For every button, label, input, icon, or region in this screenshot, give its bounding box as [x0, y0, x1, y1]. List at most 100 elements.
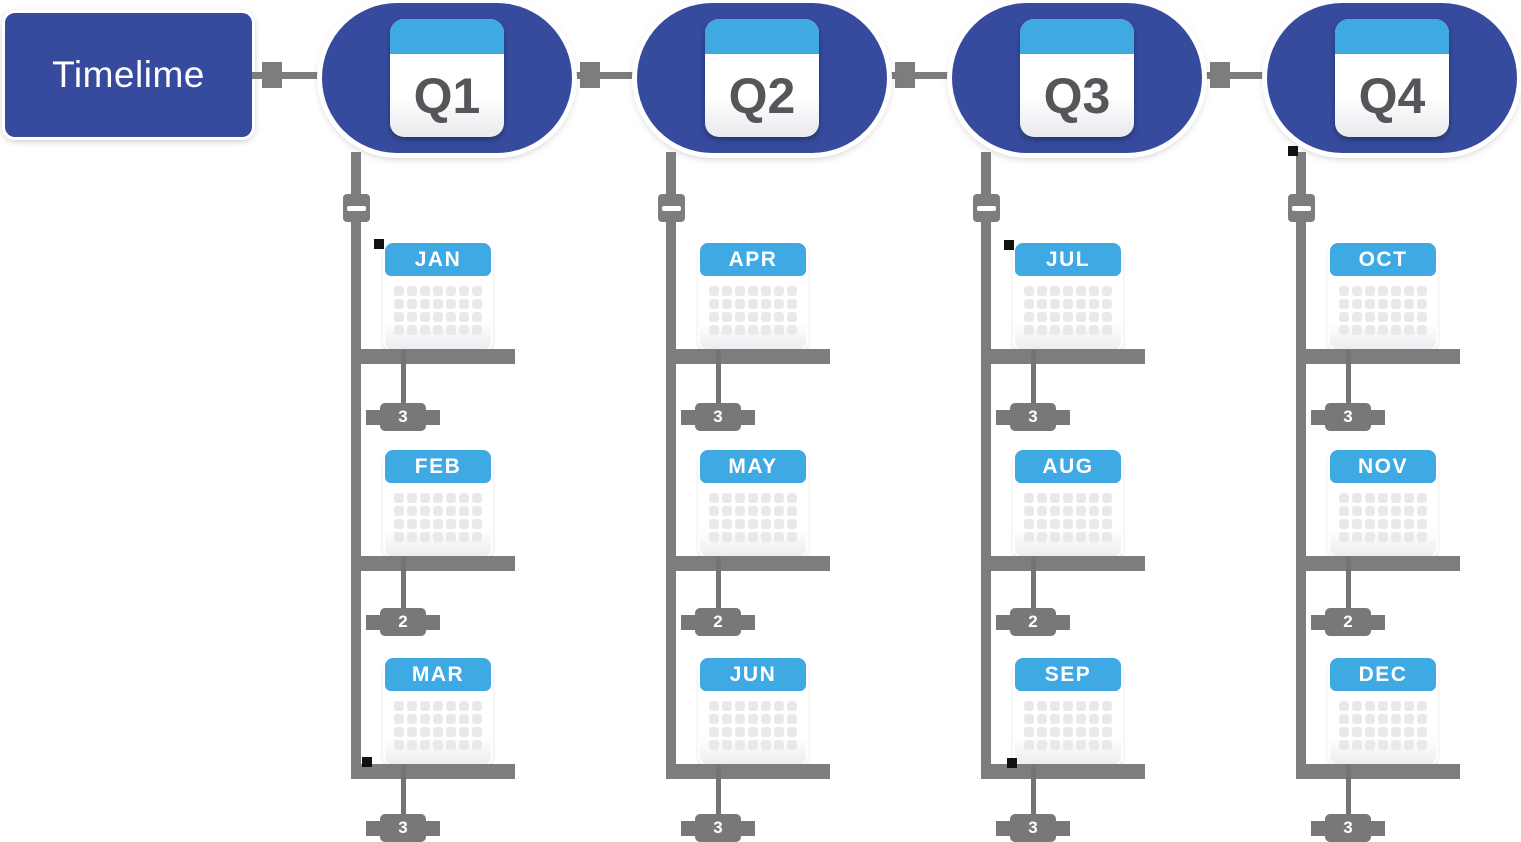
collapse-button-q3[interactable] — [973, 194, 1000, 222]
calendar-cell — [1037, 519, 1047, 529]
month-header: NOV — [1330, 450, 1436, 483]
calendar-cell — [735, 299, 745, 309]
calendar-cell — [761, 299, 771, 309]
calendar-cell — [1063, 714, 1073, 724]
calendar-cell — [1050, 506, 1060, 516]
branch-line — [666, 152, 676, 779]
calendar-cell — [774, 325, 784, 335]
calendar-cell — [709, 727, 719, 737]
calendar-cell — [420, 740, 430, 750]
calendar-cell — [1391, 286, 1401, 296]
calendar-cell — [1404, 286, 1414, 296]
calendar-cell — [459, 532, 469, 542]
count-badge[interactable]: 2 — [366, 608, 440, 636]
count-badge[interactable]: 3 — [996, 814, 1070, 842]
calendar-cell — [748, 714, 758, 724]
month-node-jun[interactable]: JUN — [700, 658, 806, 765]
count-badge[interactable]: 3 — [1311, 403, 1385, 431]
quarter-node-q4[interactable]: Q4 — [1267, 3, 1517, 153]
calendar-grid-icon — [700, 276, 806, 335]
calendar-cell — [446, 493, 456, 503]
calendar-cell — [1037, 701, 1047, 711]
calendar-cell — [472, 286, 482, 296]
calendar-cell — [1050, 312, 1060, 322]
calendar-cell — [735, 701, 745, 711]
calendar-cell — [1352, 701, 1362, 711]
calendar-cell — [722, 325, 732, 335]
calendar-cell — [1089, 312, 1099, 322]
month-node-jul[interactable]: JUL — [1015, 243, 1121, 350]
calendar-cell — [748, 286, 758, 296]
month-node-jan[interactable]: JAN — [385, 243, 491, 350]
calendar-cell — [1378, 312, 1388, 322]
count-badge[interactable]: 3 — [681, 403, 755, 431]
calendar-cell — [1404, 493, 1414, 503]
calendar-cell — [1089, 740, 1099, 750]
calendar-cell — [1352, 299, 1362, 309]
month-node-nov[interactable]: NOV — [1330, 450, 1436, 557]
month-node-may[interactable]: MAY — [700, 450, 806, 557]
calendar-cell — [787, 532, 797, 542]
calendar-grid-icon — [1015, 483, 1121, 542]
count-badge[interactable]: 3 — [681, 814, 755, 842]
count-badge[interactable]: 2 — [681, 608, 755, 636]
count-badge[interactable]: 2 — [996, 608, 1070, 636]
calendar-cell — [407, 532, 417, 542]
count-badge[interactable]: 3 — [366, 814, 440, 842]
calendar-cell — [459, 714, 469, 724]
quarter-node-q1[interactable]: Q1 — [322, 3, 572, 153]
calendar-cell — [709, 312, 719, 322]
month-node-dec[interactable]: DEC — [1330, 658, 1436, 765]
quarter-label: Q4 — [1358, 67, 1426, 124]
badge-count: 2 — [1028, 612, 1038, 631]
month-header: APR — [700, 243, 806, 276]
calendar-cell — [709, 286, 719, 296]
calendar-header-icon — [705, 19, 819, 54]
calendar-grid-icon — [385, 691, 491, 750]
month-node-aug[interactable]: AUG — [1015, 450, 1121, 557]
calendar-cell — [722, 286, 732, 296]
collapse-button-q1[interactable] — [343, 194, 370, 222]
calendar-cell — [1102, 312, 1112, 322]
month-node-feb[interactable]: FEB — [385, 450, 491, 557]
calendar-cell — [787, 701, 797, 711]
calendar-grid-icon — [700, 483, 806, 542]
calendar-cell — [472, 532, 482, 542]
calendar-cell — [787, 727, 797, 737]
quarter-node-q2[interactable]: Q2 — [637, 3, 887, 153]
month-node-sep[interactable]: SEP — [1015, 658, 1121, 765]
calendar-cell — [1378, 506, 1388, 516]
count-badge[interactable]: 3 — [1311, 814, 1385, 842]
collapse-button-q2[interactable] — [658, 194, 685, 222]
calendar-cell — [1365, 519, 1375, 529]
calendar-cell — [1352, 740, 1362, 750]
calendar-cell — [446, 299, 456, 309]
collapse-button-q4[interactable] — [1288, 194, 1315, 222]
month-label: AUG — [1042, 454, 1094, 478]
calendar-cell — [1102, 519, 1112, 529]
month-header: SEP — [1015, 658, 1121, 691]
calendar-cell — [1352, 325, 1362, 335]
calendar-cell — [1352, 312, 1362, 322]
calendar-cell — [1024, 299, 1034, 309]
calendar-cell — [1024, 519, 1034, 529]
timeline-root-node[interactable]: Timelime — [5, 13, 252, 137]
calendar-grid-icon — [1015, 691, 1121, 750]
calendar-cell — [1404, 740, 1414, 750]
calendar-header-icon — [390, 19, 504, 54]
month-node-mar[interactable]: MAR — [385, 658, 491, 765]
calendar-cell — [1365, 727, 1375, 737]
quarter-node-q3[interactable]: Q3 — [952, 3, 1202, 153]
month-node-oct[interactable]: OCT — [1330, 243, 1436, 350]
calendar-cell — [1089, 714, 1099, 724]
calendar-cell — [1037, 312, 1047, 322]
month-node-apr[interactable]: APR — [700, 243, 806, 350]
count-badge[interactable]: 2 — [1311, 608, 1385, 636]
calendar-cell — [761, 519, 771, 529]
branch-q2: Q2 APR 3 MAY 2 — [637, 0, 887, 842]
calendar-cell — [722, 714, 732, 724]
calendar-cell — [1102, 727, 1112, 737]
count-badge[interactable]: 3 — [366, 403, 440, 431]
calendar-cell — [1417, 493, 1427, 503]
count-badge[interactable]: 3 — [996, 403, 1070, 431]
